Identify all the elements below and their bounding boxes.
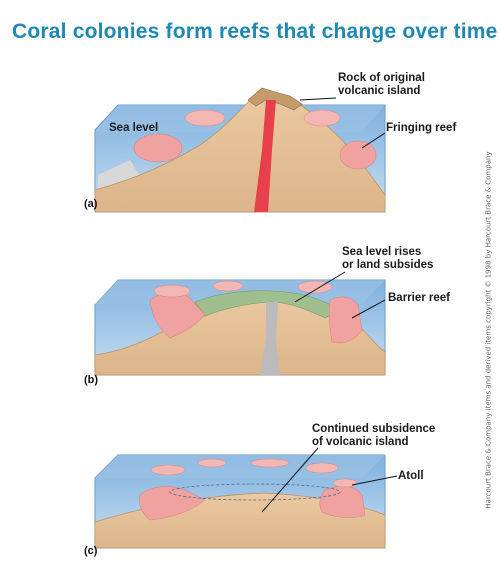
panel-c-letter: (c) [84,545,98,557]
sea-level-label: Sea level [109,122,159,134]
panel-a-reef-right [339,140,377,170]
panel-c-atoll [94,447,398,549]
panel-a-summit-rock [247,87,303,111]
subsidence-label-line1: Continued subsidence [312,423,436,435]
panel-c-ocean-top [95,455,385,478]
rock-label-line2: volcanic island [338,85,421,97]
panel-b-sea-pointer [294,271,346,303]
panel-a-reef-pointer [361,132,386,149]
atoll-label: Atoll [398,470,424,482]
panel-c-reef-cap-1 [150,464,186,476]
panel-c-atoll-pointer [351,475,398,486]
panel-b-letter: (b) [84,374,99,386]
sea-level-rises-label: Sea level rises or land subsides [342,246,433,272]
panel-c-reef-cap-5 [332,478,358,488]
panel-b-old-conduit [260,302,280,375]
fringing-reef-label: Fringing reef [386,122,457,134]
panel-b-barrier-reef [94,271,386,376]
panel-c-reef-cap-2 [197,458,227,468]
panel-b-reef-cap-mid [212,280,244,292]
continued-subsidence-label: Continued subsidence of volcanic island [312,423,435,449]
panel-a-fringing-reef [94,87,386,213]
panel-a-reef-left-upper [184,109,226,127]
panel-a-rock-pointer [299,97,337,101]
rises-label-line2: or land subsides [342,259,434,271]
subsidence-label-line2: of volcanic island [312,436,409,448]
panel-b-reef-cap-right [297,280,333,294]
rock-label-line1: Rock of original [338,72,425,84]
panel-c-atoll-reef-left [139,486,206,521]
panel-c-reef-cap-4 [305,462,339,474]
panel-a-magma-conduit [254,100,276,212]
rock-original-island-label: Rock of original volcanic island [338,72,425,98]
diagram-title: Coral colonies form reefs that change ov… [12,20,498,43]
panel-c-subsidence-pointer [261,447,319,513]
rises-label-line1: Sea level rises [342,246,422,258]
barrier-reef-label: Barrier reef [388,292,451,304]
panel-c-reef-cap-3 [250,458,290,468]
panel-b-reef-cap-left [153,284,191,298]
panel-c-atoll-reef-right [319,486,366,519]
panel-a-reef-right-upper [303,109,341,127]
panel-a-letter: (a) [84,198,98,210]
panel-a-reef-left [133,133,183,163]
panel-b-reef-pointer [351,299,386,319]
panel-b-reef-right [328,296,363,344]
panel-c-lagoon-outline [169,483,341,501]
